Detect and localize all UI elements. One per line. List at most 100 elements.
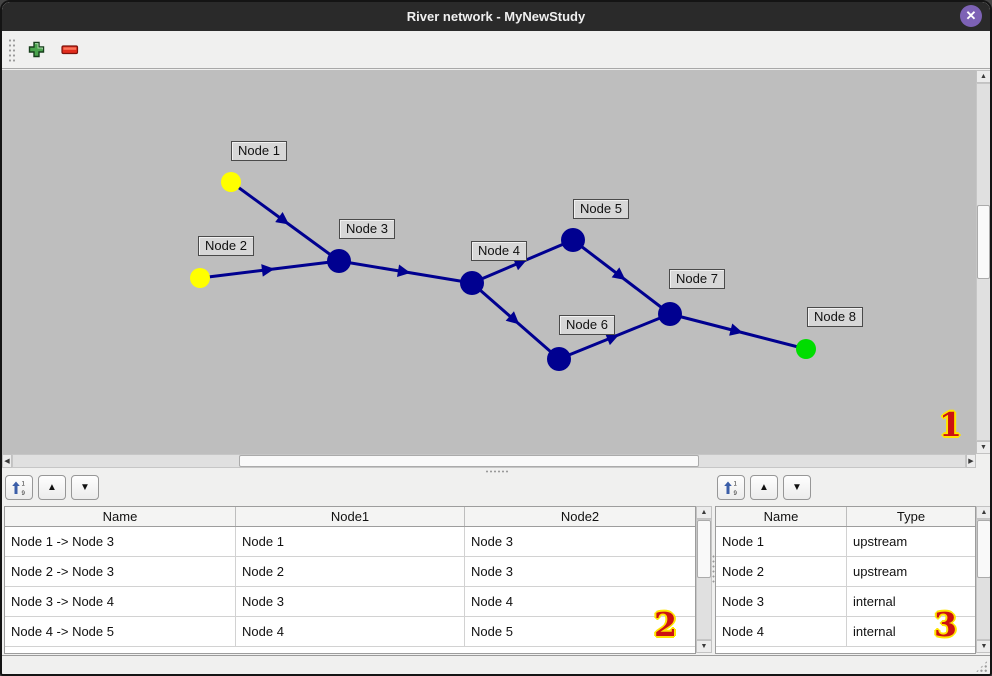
remove-node-button[interactable] (57, 37, 83, 63)
titlebar[interactable]: River network - MyNewStudy ✕ (2, 2, 990, 31)
table-cell[interactable]: Node 1 (236, 527, 465, 556)
node-node-7[interactable] (658, 302, 682, 326)
vertical-splitter[interactable] (711, 474, 716, 654)
scroll-up-button[interactable]: ▲ (976, 70, 990, 83)
column-header-type[interactable]: Type (896, 509, 926, 524)
column-header-node2[interactable]: Node2 (560, 509, 600, 524)
table-row[interactable]: Node 2 upstream (716, 557, 975, 587)
svg-text:1: 1 (22, 481, 26, 487)
scroll-up-button[interactable]: ▲ (696, 506, 712, 519)
scroll-right-button[interactable]: ▶ (966, 454, 976, 468)
node-node-6[interactable] (547, 347, 571, 371)
scroll-down-button[interactable]: ▼ (976, 441, 990, 454)
canvas-vertical-scrollbar[interactable]: ▲ ▼ (976, 70, 990, 454)
table-cell[interactable]: Node 4 (471, 594, 513, 609)
scroll-left-button[interactable]: ◀ (2, 454, 12, 468)
arrow-down-icon: ▼ (700, 643, 708, 650)
edge-node-4-to-node-5[interactable] (471, 238, 574, 285)
table-cell[interactable]: internal (853, 594, 896, 609)
table-row[interactable]: Node 1 upstream (716, 527, 975, 557)
table-cell[interactable]: upstream (853, 534, 908, 549)
svg-text:9: 9 (734, 491, 738, 496)
arrow-up-icon: ▲ (700, 509, 708, 516)
node-node-5[interactable] (561, 228, 585, 252)
node-label-node-3: Node 3 (339, 219, 395, 239)
node-node-2[interactable] (190, 268, 210, 288)
scrollbar-thumb[interactable] (977, 205, 990, 279)
table-cell[interactable]: Node 3 (471, 564, 513, 579)
scroll-up-button[interactable]: ▲ (976, 506, 990, 519)
arrow-down-icon: ▼ (980, 643, 988, 650)
sort-nodes-button[interactable]: 1 9 (717, 475, 745, 500)
edge-node-2-to-node-3[interactable] (199, 259, 340, 280)
scrollbar-thumb[interactable] (239, 455, 699, 467)
table-cell[interactable]: Node 4 (716, 617, 847, 646)
scrollbar-track[interactable] (976, 83, 990, 441)
node-node-4[interactable] (460, 271, 484, 295)
scroll-down-button[interactable]: ▼ (976, 640, 990, 653)
edge-node-4-to-node-6[interactable] (471, 281, 560, 361)
add-node-button[interactable] (23, 37, 49, 63)
table-cell[interactable]: Node 5 (471, 624, 513, 639)
arrow-left-icon: ◀ (4, 457, 10, 465)
table-cell[interactable]: Node 3 (716, 587, 847, 616)
node-node-3[interactable] (327, 249, 351, 273)
resize-grip[interactable] (975, 660, 988, 673)
edge-node-6-to-node-7[interactable] (558, 312, 671, 361)
edge-node-7-to-node-8[interactable] (669, 312, 807, 351)
column-header-node1[interactable]: Node1 (236, 507, 465, 526)
sort-ascending-icon: 1 9 (12, 481, 26, 496)
table-cell[interactable]: upstream (853, 564, 908, 579)
edge-node-1-to-node-3[interactable] (230, 180, 340, 263)
column-header-name[interactable]: Name (5, 507, 236, 526)
network-diagram (190, 172, 816, 371)
nodes-table-scrollbar[interactable]: ▲ ▼ (976, 506, 990, 653)
branches-toolbar: 1 9 ▲ ▼ (5, 474, 104, 501)
node-node-8[interactable] (796, 339, 816, 359)
table-cell[interactable]: Node 3 (471, 534, 513, 549)
scrollbar-thumb[interactable] (697, 520, 711, 578)
table-cell[interactable]: Node 1 -> Node 3 (5, 527, 236, 556)
table-cell[interactable]: Node 2 -> Node 3 (5, 557, 236, 586)
scrollbar-thumb[interactable] (977, 520, 990, 578)
scroll-down-button[interactable]: ▼ (696, 640, 712, 653)
table-cell[interactable]: Node 2 (236, 557, 465, 586)
edge-node-3-to-node-4[interactable] (338, 259, 473, 285)
horizontal-splitter[interactable] (2, 468, 990, 475)
scrollbar-track[interactable] (976, 519, 990, 640)
table-cell[interactable]: Node 1 (716, 527, 847, 556)
scrollbar-track[interactable] (12, 454, 966, 468)
toolbar-drag-handle[interactable] (7, 36, 15, 63)
move-row-down-button[interactable]: ▼ (783, 475, 811, 500)
branches-table-scrollbar[interactable]: ▲ ▼ (696, 506, 712, 653)
table-cell[interactable]: Node 4 -> Node 5 (5, 617, 236, 646)
table-row[interactable]: Node 4 internal (716, 617, 975, 647)
table-cell[interactable]: Node 2 (716, 557, 847, 586)
close-button[interactable]: ✕ (960, 5, 982, 27)
move-row-up-button[interactable]: ▲ (38, 475, 66, 500)
canvas-horizontal-scrollbar[interactable]: ◀ ▶ (2, 454, 976, 468)
main-toolbar (2, 31, 990, 69)
table-cell[interactable]: Node 4 (236, 617, 465, 646)
table-cell[interactable]: Node 3 (236, 587, 465, 616)
arrow-down-icon: ▼ (980, 444, 987, 451)
sort-branches-button[interactable]: 1 9 (5, 475, 33, 500)
table-cell[interactable]: internal (853, 624, 896, 639)
node-node-1[interactable] (221, 172, 241, 192)
triangle-up-icon: ▲ (47, 481, 57, 493)
table-cell[interactable]: Node 3 -> Node 4 (5, 587, 236, 616)
edge-node-5-to-node-7[interactable] (572, 238, 671, 316)
column-header-name[interactable]: Name (716, 507, 847, 526)
move-row-down-button[interactable]: ▼ (71, 475, 99, 500)
scrollbar-track[interactable] (696, 519, 712, 640)
table-row[interactable]: Node 3 internal (716, 587, 975, 617)
nodes-toolbar: 1 9 ▲ ▼ (717, 474, 816, 501)
move-row-up-button[interactable]: ▲ (750, 475, 778, 500)
